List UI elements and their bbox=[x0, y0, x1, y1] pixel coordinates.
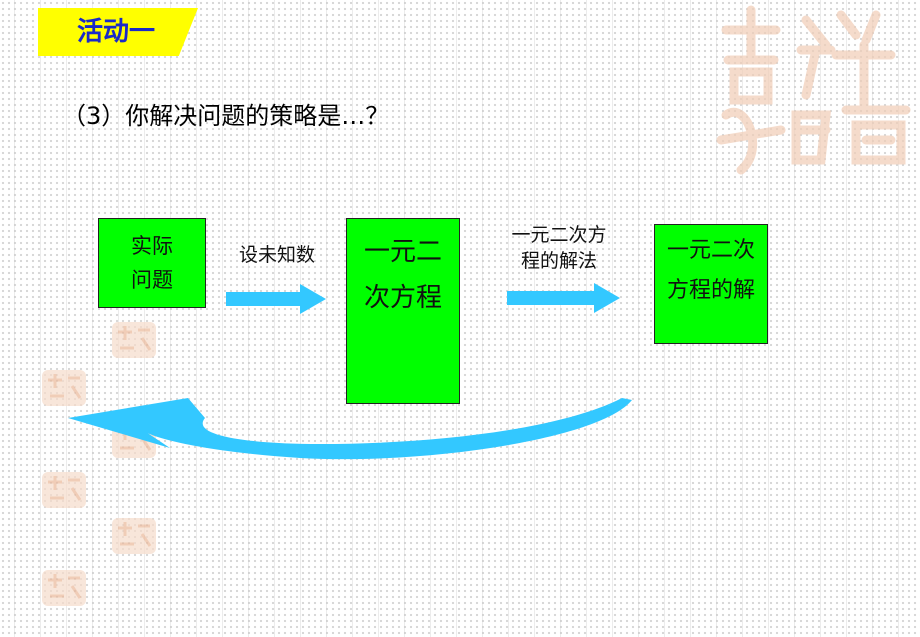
edge-label-line: 一元二次方 bbox=[511, 224, 607, 246]
node-equation-solution: 一元二次方程的解 bbox=[654, 224, 768, 344]
node-quadratic-equation: 一元二次方程 bbox=[346, 218, 460, 404]
edge-label-solve-method: 一元二次方 程的解法 bbox=[500, 222, 618, 274]
node-label-line: 实际 bbox=[131, 234, 173, 258]
arrow-right-2 bbox=[507, 283, 620, 313]
small-seal-icon bbox=[112, 322, 156, 358]
title-badge bbox=[38, 8, 198, 56]
node-real-problem: 实际问题 bbox=[98, 218, 206, 308]
node-label-line: 一元二次 bbox=[666, 238, 755, 263]
question-text: （3）你解决问题的策略是…？ bbox=[62, 102, 390, 130]
small-seal-icon bbox=[42, 370, 86, 406]
return-arrow bbox=[68, 398, 632, 460]
node-label-line: 次方程 bbox=[363, 283, 442, 313]
node-label-line: 方程的解 bbox=[666, 278, 755, 303]
arrow-right-1 bbox=[226, 284, 326, 314]
node-label-line: 一元二 bbox=[363, 237, 442, 267]
node-label-line: 问题 bbox=[131, 268, 173, 292]
auspicious-seal-logo bbox=[716, 5, 911, 175]
edge-label-set-unknown: 设未知数 bbox=[238, 244, 315, 266]
edge-label-line: 程的解法 bbox=[520, 250, 597, 272]
small-seal-icon bbox=[112, 518, 156, 554]
small-seal-icon bbox=[42, 472, 86, 508]
small-seal-icon bbox=[42, 570, 86, 606]
page-title: 活动一 bbox=[77, 17, 156, 47]
